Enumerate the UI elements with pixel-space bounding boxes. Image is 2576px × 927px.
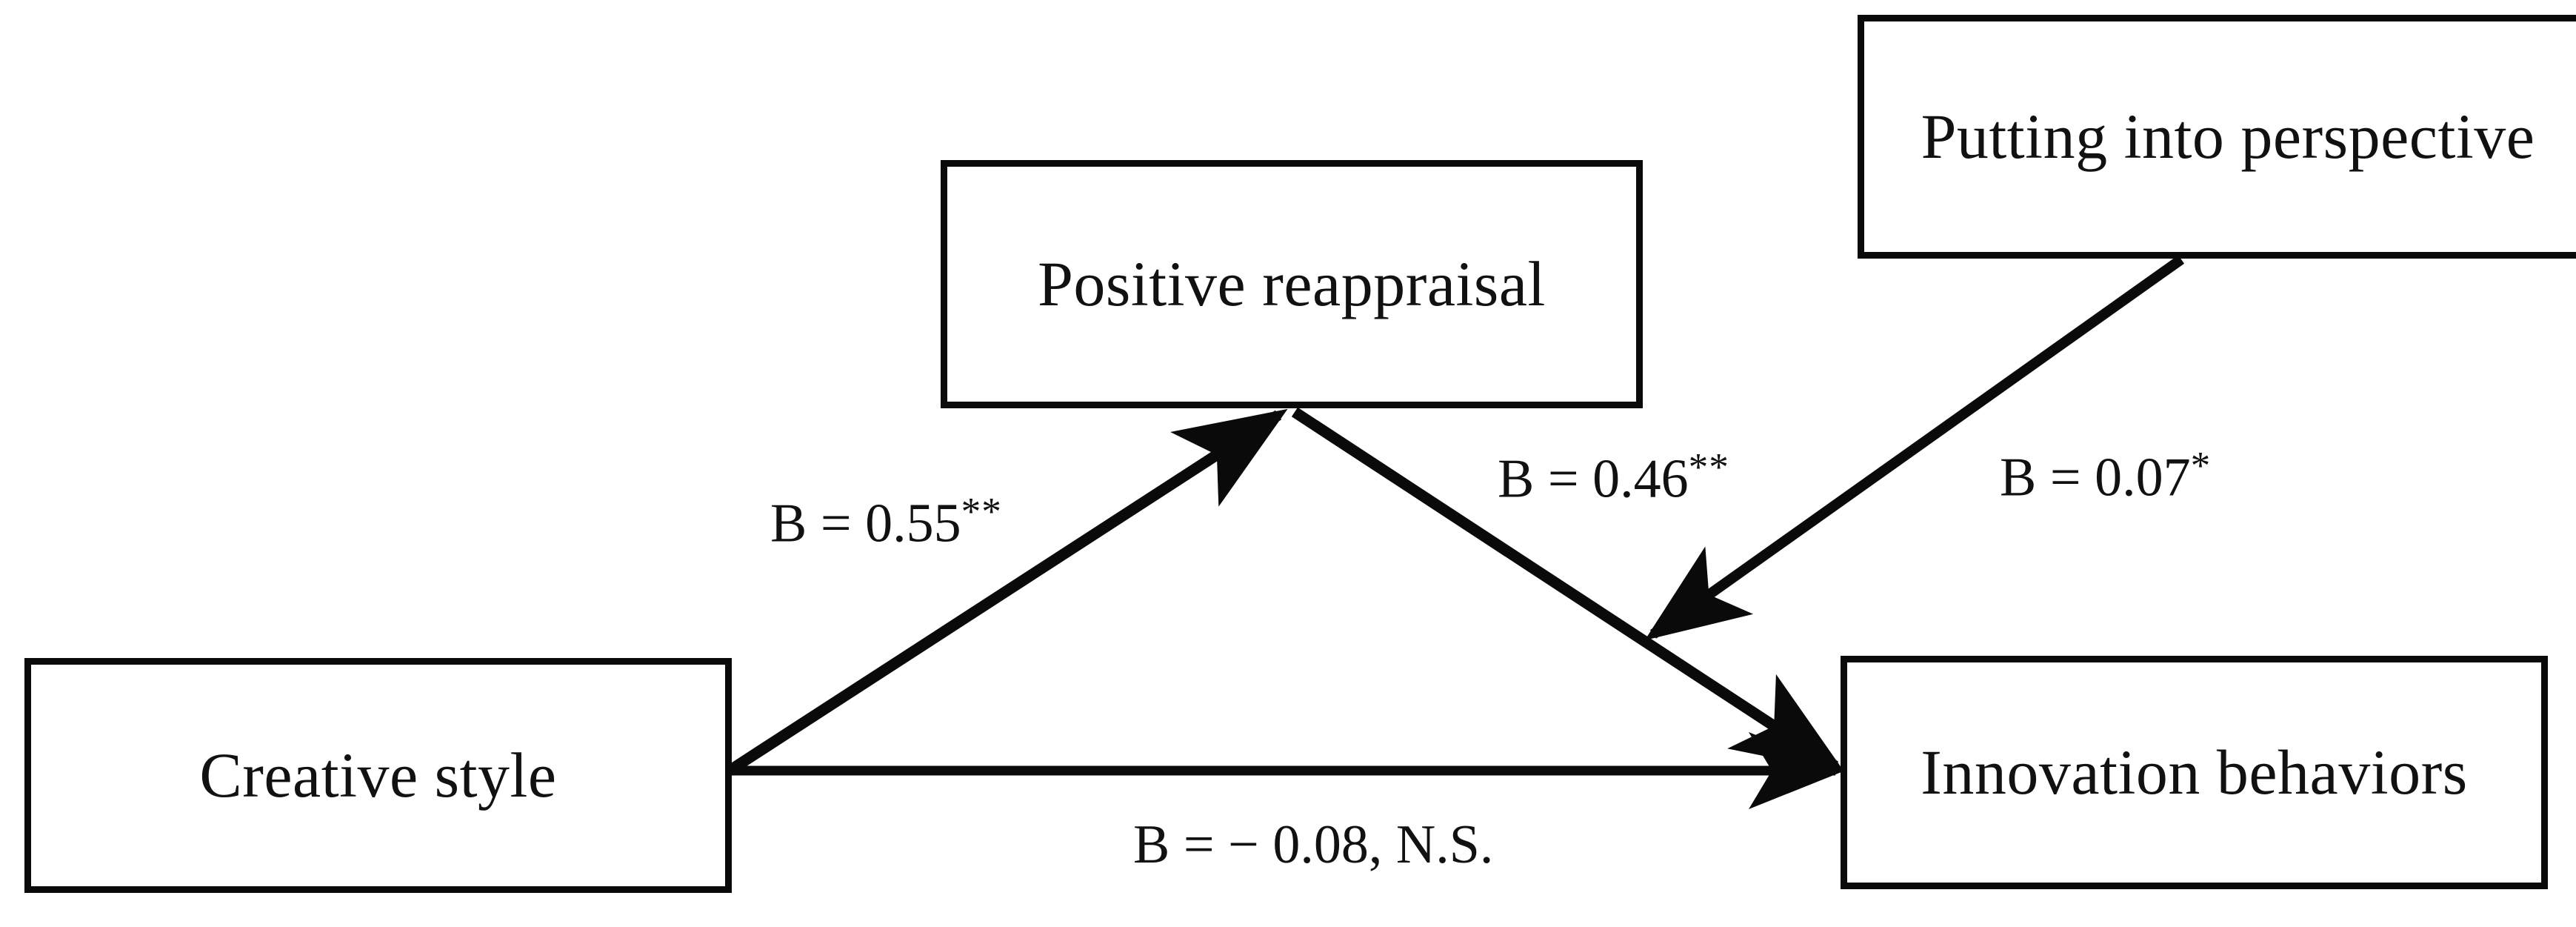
- edge-label-pp-ib-coefficient: B = 0.07: [2000, 447, 2191, 508]
- edge-label-pr-ib-coefficient: B = 0.46: [1498, 448, 1689, 510]
- node-putting-into-perspective-label: Putting into perspective: [1921, 101, 2535, 173]
- node-positive-reappraisal-label: Positive reappraisal: [1038, 248, 1546, 320]
- edge-label-cs-pr-significance: **: [961, 490, 1002, 534]
- edge-label-pp-ib-significance: *: [2190, 444, 2212, 488]
- node-positive-reappraisal[interactable]: Positive reappraisal: [941, 160, 1643, 408]
- node-creative-style-label: Creative style: [199, 740, 557, 811]
- edge-label-putting-perspective-moderation: B = 0.07*: [2000, 443, 2211, 509]
- edge-creative-style-to-positive-reappraisal: [728, 408, 1288, 774]
- edge-label-positive-reappraisal-to-innovation-behaviors: B = 0.46**: [1498, 445, 1729, 511]
- node-innovation-behaviors-label: Innovation behaviors: [1921, 737, 2468, 808]
- edge-label-creative-style-to-innovation-behaviors: B = − 0.08, N.S.: [1133, 814, 1493, 877]
- node-creative-style[interactable]: Creative style: [24, 658, 732, 893]
- edge-label-cs-ib-text: B = − 0.08, N.S.: [1133, 814, 1494, 875]
- node-innovation-behaviors[interactable]: Innovation behaviors: [1841, 656, 2548, 889]
- edge-label-creative-style-to-positive-reappraisal: B = 0.55**: [770, 489, 1002, 555]
- edge-label-cs-pr-coefficient: B = 0.55: [770, 493, 961, 554]
- node-putting-into-perspective[interactable]: Putting into perspective: [1858, 15, 2576, 259]
- edge-label-pr-ib-significance: **: [1688, 445, 1729, 489]
